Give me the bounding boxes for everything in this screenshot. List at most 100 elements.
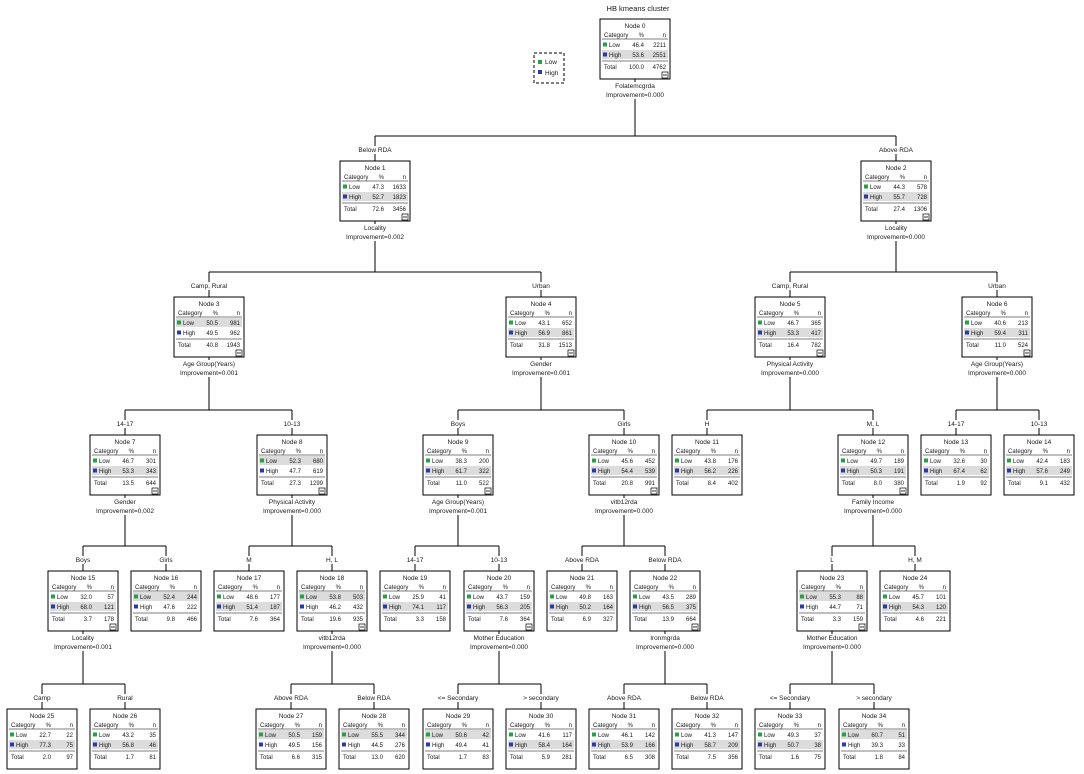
table-header-n: n (924, 175, 927, 181)
collapse-toggle[interactable] (525, 623, 533, 631)
table-header-category: Category (593, 723, 617, 729)
collapse-toggle[interactable] (858, 623, 866, 631)
category-label-low: Low (681, 733, 693, 739)
table-header-percent: % (253, 585, 259, 591)
category-percent-low: 25.9 (412, 595, 424, 601)
collapse-toggle[interactable] (1023, 349, 1031, 357)
collapse-toggle[interactable] (484, 487, 492, 495)
total-label: Total (178, 343, 191, 349)
table-header-category: Category (510, 311, 534, 317)
category-count-low: 289 (686, 595, 697, 601)
category-percent-high: 53.6 (632, 53, 644, 59)
category-label-low: Low (639, 595, 651, 601)
category-swatch-high (758, 330, 762, 335)
split-variable-node-9: Age Group(Years) (432, 499, 484, 506)
collapse-toggle[interactable] (899, 487, 907, 495)
split-variable-node-10: vitb12rda (611, 499, 638, 506)
category-swatch-low (633, 594, 637, 599)
category-percent-high: 50.3 (870, 469, 882, 475)
category-label-high: High (348, 743, 360, 749)
category-label-low: Low (556, 595, 568, 601)
category-count-low: 578 (917, 185, 928, 191)
table-header-n: n (237, 311, 240, 317)
node-title: Node 29 (446, 713, 471, 720)
category-count-high: 619 (313, 469, 324, 475)
collapse-toggle[interactable] (661, 71, 669, 79)
category-label-low: Low (515, 733, 527, 739)
category-percent-high: 56.2 (704, 469, 716, 475)
collapse-toggle[interactable] (922, 213, 930, 221)
split-improvement-node-18: Improvement=0.000 (303, 644, 361, 651)
collapse-toggle[interactable] (816, 349, 824, 357)
node-title: Node 11 (695, 439, 719, 446)
collapse-toggle[interactable] (318, 487, 326, 495)
category-count-high: 71 (856, 605, 863, 611)
node-frame (1003, 434, 1075, 496)
edge-label-node-29: <= Secondary (438, 695, 479, 702)
node-title: Node 6 (987, 301, 1008, 308)
total-label: Total (1008, 481, 1021, 487)
category-label-high: High (515, 743, 527, 749)
category-swatch-high (342, 742, 346, 747)
collapse-toggle[interactable] (235, 349, 243, 357)
node-frame (754, 708, 826, 770)
category-count-low: 365 (811, 321, 822, 327)
row-highlight (674, 740, 740, 749)
category-label-low: Low (266, 459, 278, 465)
collapse-toggle[interactable] (401, 213, 409, 221)
category-percent-low: 43.2 (122, 733, 134, 739)
edge-label-node-25: Camp (33, 695, 51, 702)
collapse-toggle[interactable] (109, 623, 117, 631)
collapse-toggle[interactable] (358, 623, 366, 631)
split-improvement-node-22: Improvement=0.000 (636, 644, 694, 651)
category-percent-low: 49.7 (870, 459, 882, 465)
node-title: Node 22 (653, 575, 678, 582)
category-swatch-low (550, 594, 554, 599)
collapse-toggle[interactable] (691, 623, 699, 631)
collapse-toggle[interactable] (650, 487, 658, 495)
total-count: 380 (894, 481, 905, 487)
collapse-toggle[interactable] (151, 487, 159, 495)
category-count-low: 57 (107, 595, 114, 601)
category-swatch-high (633, 604, 637, 609)
category-label-high: High (971, 331, 983, 337)
total-label: Total (843, 755, 856, 761)
collapse-toggle[interactable] (567, 349, 575, 357)
category-percent-high: 49.5 (206, 331, 218, 337)
